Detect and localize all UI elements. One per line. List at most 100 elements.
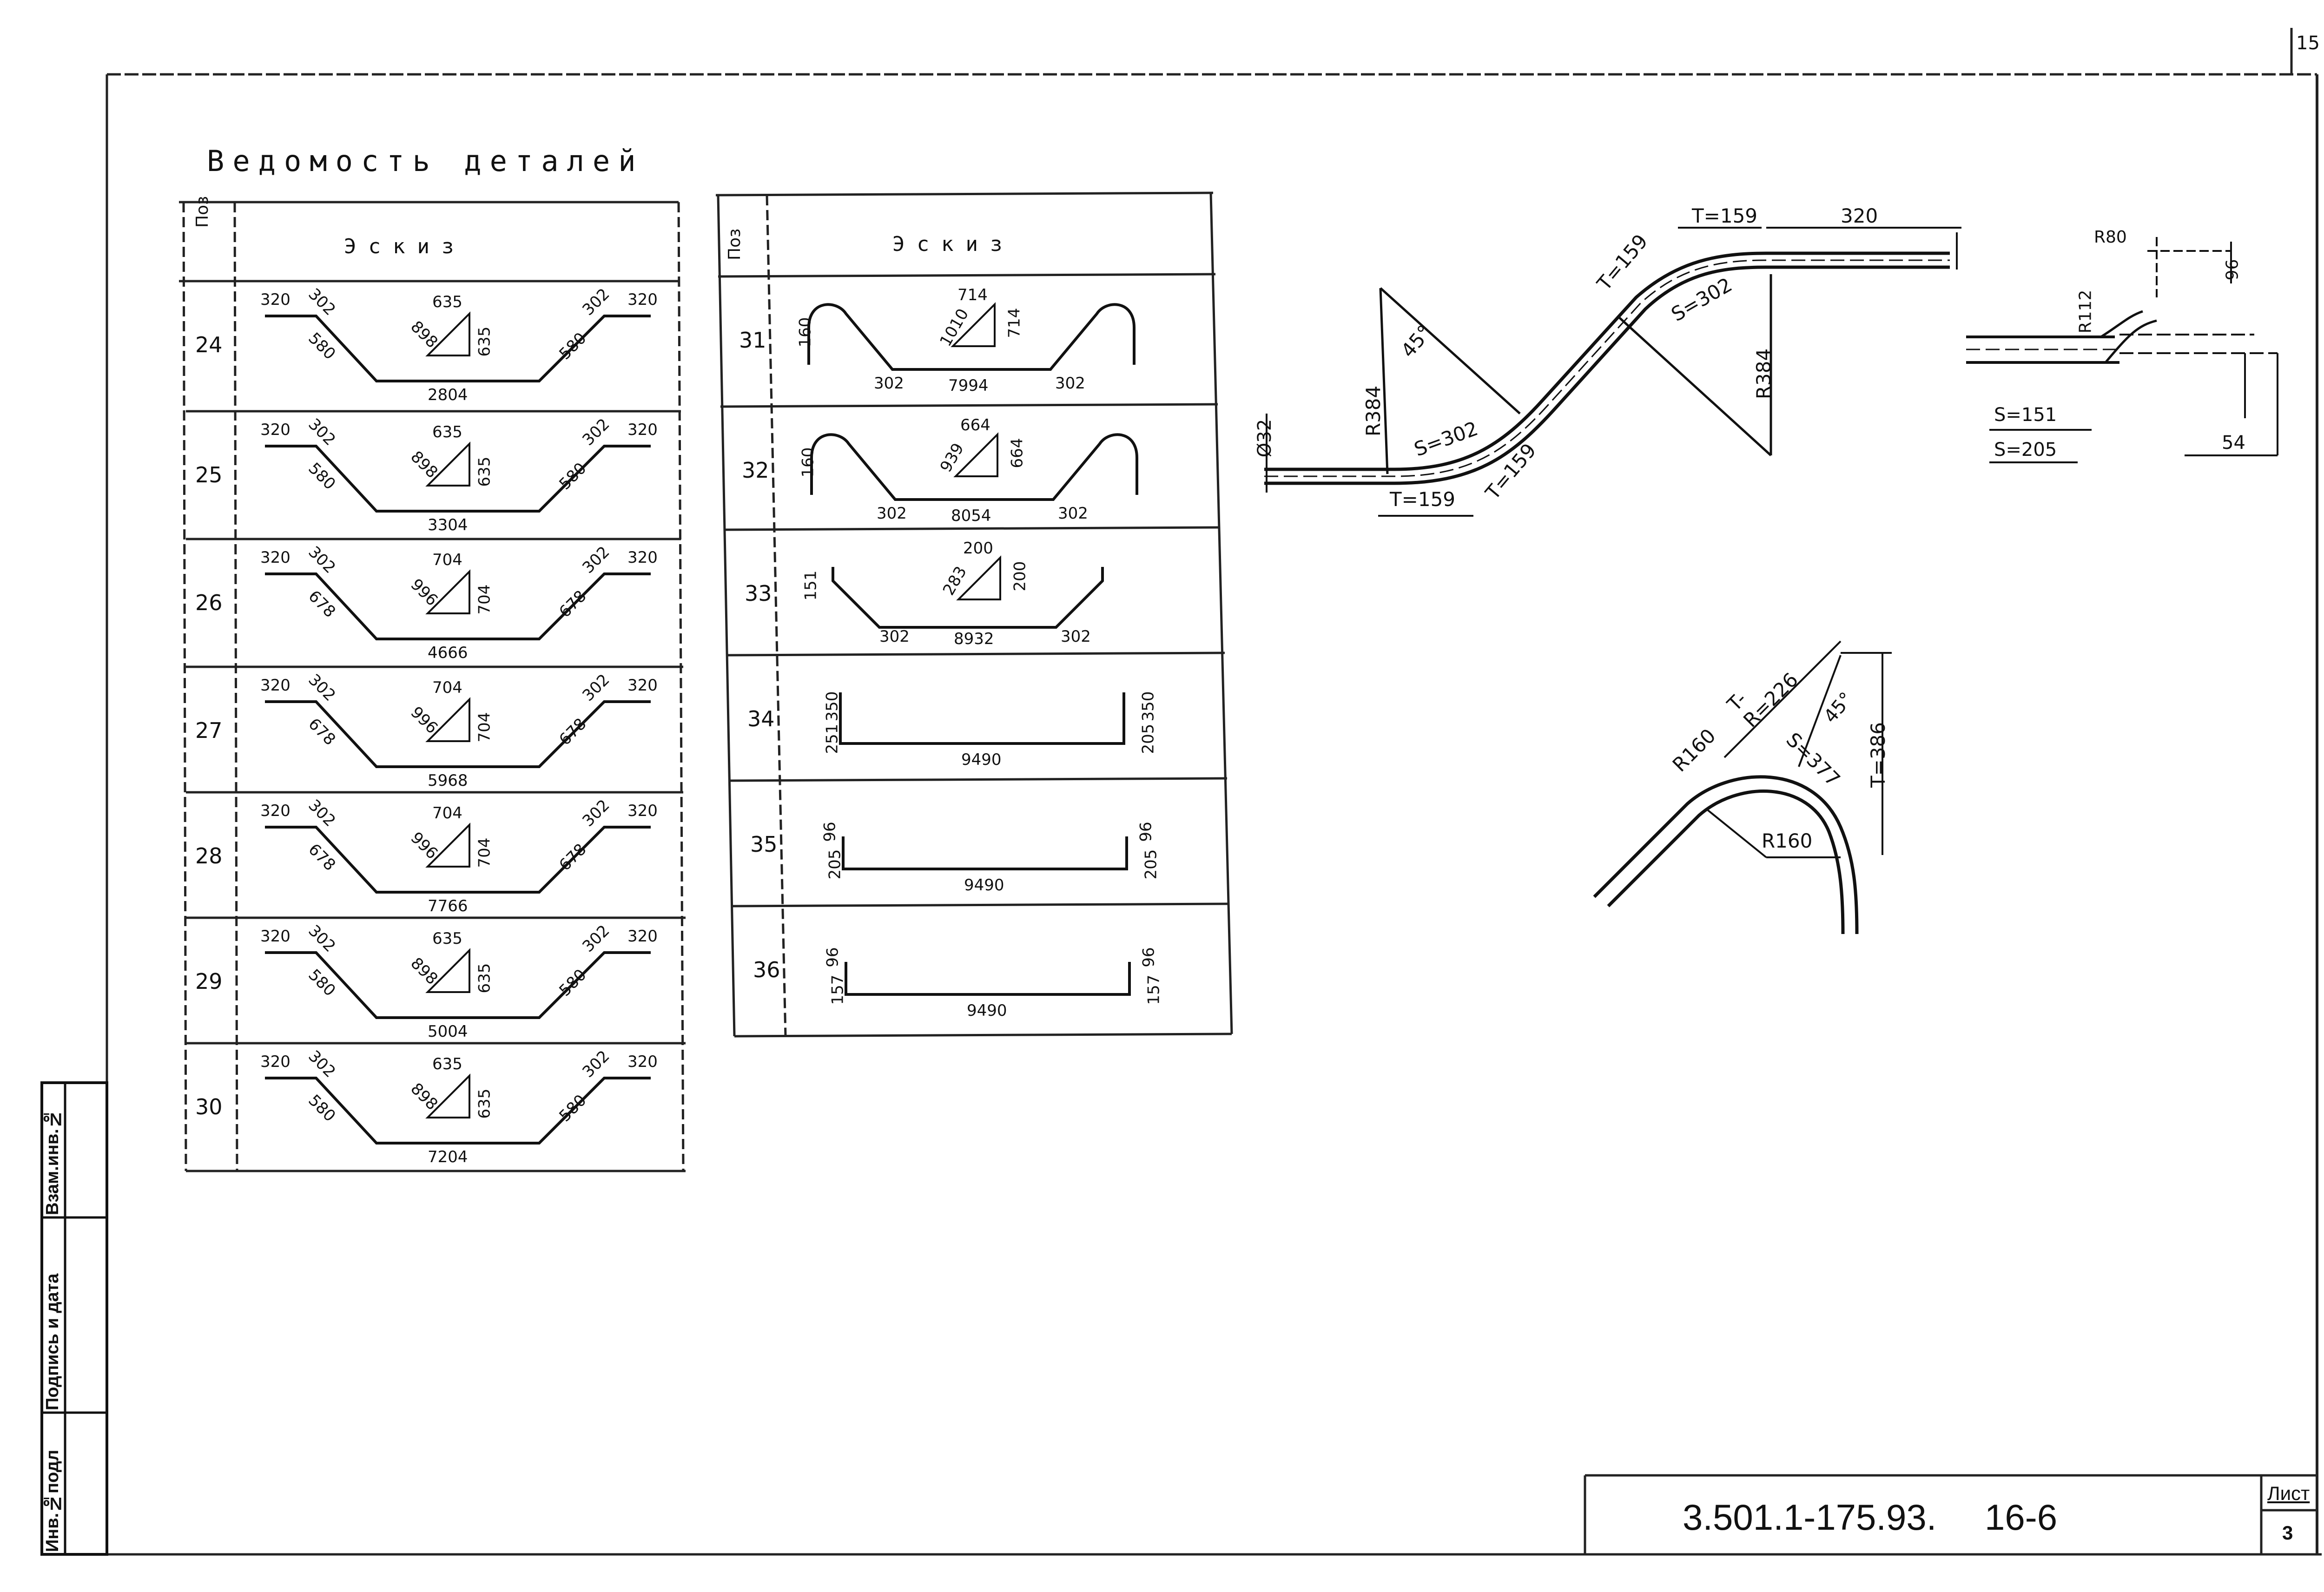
left-row-pos: 29 <box>195 969 223 994</box>
stamp-code: 3.501.1-175.93. <box>1683 1497 1937 1538</box>
left-row-pos: 27 <box>195 718 223 743</box>
right-row-dim-d1: 200 <box>963 539 993 558</box>
dim-diameter: Ø32 <box>1254 419 1276 458</box>
left-row-dim-l1: 320 <box>260 927 290 946</box>
right-row-dim-right: 350 <box>1139 691 1158 722</box>
left-row-dim-bottom: 5968 <box>428 771 468 790</box>
left-row-triangle <box>425 697 470 742</box>
left-row-dim-d2: 635 <box>475 1088 494 1119</box>
right-row-sketch <box>842 836 1128 870</box>
right-row-triangle <box>953 432 998 477</box>
right-row-dim-mid: 9490 <box>964 876 1004 895</box>
right-row-dim-right: 96 <box>1139 947 1158 967</box>
left-row-pos: 25 <box>195 462 223 487</box>
left-row-dim-bottom: 2804 <box>428 386 468 404</box>
left-row-dim-d2: 635 <box>475 963 494 993</box>
left-row-triangle <box>425 1073 470 1118</box>
detail-s-bend-drawing <box>1264 227 1961 517</box>
right-row-dim-lt: 251 <box>823 724 842 754</box>
dim-54: 54 <box>2222 432 2245 454</box>
stamp-sheet-label: Лист <box>2267 1482 2310 1504</box>
left-row-dim-l1: 320 <box>627 421 658 439</box>
dim-t-bottom: T=159 <box>1390 488 1456 511</box>
left-row-dim-d1: 635 <box>432 1055 462 1073</box>
right-row-sketch <box>845 962 1131 996</box>
left-row-dim-l1: 320 <box>260 1053 290 1071</box>
dim-r-right: R384 <box>1752 348 1776 400</box>
left-row-dim-l1: 320 <box>260 802 290 820</box>
dim-r112: R112 <box>2076 289 2095 334</box>
right-row-dim-d1: 664 <box>960 416 990 434</box>
right-row-triangle <box>956 555 1001 600</box>
left-row-sketch <box>265 572 651 640</box>
right-row-dim-rt: 205 <box>1142 849 1161 880</box>
left-row-dim-l1: 320 <box>260 421 290 439</box>
left-row-dim-d1: 635 <box>432 929 462 948</box>
dim-s205: S=205 <box>1994 439 2057 460</box>
right-row-dim-seg: 302 <box>874 374 904 393</box>
right-table-sketches <box>807 302 1138 996</box>
right-header-sketch: Эскиз <box>892 232 1015 256</box>
left-row-triangle <box>425 569 470 614</box>
right-row-dim-right: 96 <box>1136 822 1155 842</box>
dim-r160-inner: R160 <box>1762 829 1813 852</box>
right-row-dim-left: 96 <box>820 822 839 842</box>
detail-end-drawing <box>1966 237 2278 463</box>
left-row-dim-d1: 704 <box>432 678 462 697</box>
left-row-triangle <box>425 948 470 993</box>
right-row-dim-mid: 7994 <box>948 376 989 395</box>
side-label-inv-podl: Инв.№подл <box>43 1449 62 1552</box>
left-row-dim-d2: 635 <box>475 326 494 357</box>
right-row-pos: 36 <box>753 957 780 982</box>
page-number: 15 <box>2296 33 2320 54</box>
dim-t-top: T=159 <box>1692 204 1758 227</box>
right-row-sketch <box>832 567 1104 629</box>
right-row-dim-d2: 200 <box>1010 561 1030 592</box>
right-row-pos: 33 <box>745 581 772 606</box>
right-row-dim-mid: 8054 <box>951 507 991 525</box>
right-row-dim-seg: 302 <box>1058 504 1088 523</box>
left-row-dim-d2: 704 <box>475 837 494 868</box>
right-row-dim-left: 96 <box>823 947 842 967</box>
right-row-dim-d1: 714 <box>957 286 988 304</box>
left-row-sketch <box>265 826 651 894</box>
dim-top-320: 320 <box>1841 204 1878 227</box>
left-row-dim-d2: 704 <box>475 712 494 743</box>
left-row-dim-l1: 320 <box>260 548 290 567</box>
left-row-pos: 26 <box>195 590 223 615</box>
left-row-dim-l1: 320 <box>627 548 658 567</box>
left-table-sketches <box>265 311 651 1145</box>
dim-r80: R80 <box>2094 228 2127 247</box>
left-row-sketch <box>265 951 651 1019</box>
left-row-dim-l1: 320 <box>627 290 658 309</box>
right-row-pos: 32 <box>742 458 769 483</box>
left-row-dim-l1: 320 <box>260 290 290 309</box>
left-row-sketch <box>265 700 651 768</box>
left-row-dim-bottom: 7204 <box>428 1148 468 1166</box>
left-row-dim-d1: 704 <box>432 551 462 569</box>
right-row-pos: 35 <box>750 832 778 857</box>
right-row-dim-mid: 8932 <box>954 630 994 648</box>
left-row-dim-l1: 320 <box>627 676 658 695</box>
right-row-pos: 31 <box>739 328 766 353</box>
left-row-pos: 28 <box>195 843 223 868</box>
side-label-vzam: Взам.инв.№ <box>43 1109 62 1215</box>
right-row-dim-lt: 157 <box>828 974 847 1005</box>
left-row-triangle <box>425 441 470 487</box>
left-row-dim-bottom: 3304 <box>428 516 468 534</box>
right-row-dim-rt: 205 <box>1139 724 1158 754</box>
right-row-dim-d2: 664 <box>1008 438 1027 468</box>
right-row-dim-end: 160 <box>799 447 818 478</box>
right-row-dim-end: 160 <box>796 317 815 348</box>
right-row-pos: 34 <box>747 706 775 731</box>
page-title: Ведомость деталей <box>207 144 644 178</box>
left-row-dim-bottom: 4666 <box>428 644 468 662</box>
right-row-dim-end: 151 <box>801 570 820 601</box>
right-row-dim-seg: 302 <box>1061 627 1091 646</box>
left-header-pos: Поз <box>193 196 212 228</box>
right-row-dim-seg: 302 <box>1055 374 1085 393</box>
right-row-dim-d2: 714 <box>1005 308 1024 338</box>
right-row-dim-lt: 205 <box>825 849 845 880</box>
detail-bend-drawing <box>1593 640 1892 934</box>
